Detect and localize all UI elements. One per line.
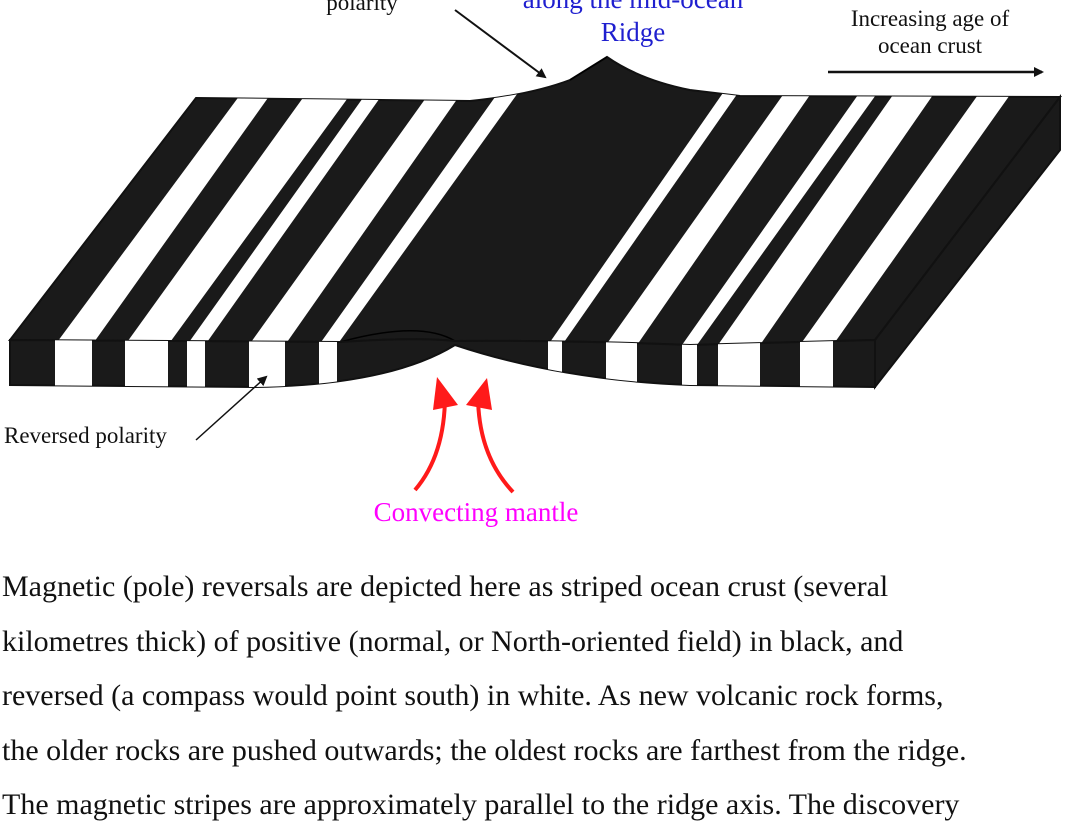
caption-line-5: The magnetic stripes are approximately p… xyxy=(2,788,960,821)
label-age-line1: Increasing age of xyxy=(851,6,1010,31)
front-stripe-l4 xyxy=(249,339,285,387)
top-stripe-l5 xyxy=(319,90,520,345)
top-stripe-l1 xyxy=(55,95,270,345)
label-ridge-line2: Ridge xyxy=(601,17,666,47)
label-age-line2: ocean crust xyxy=(878,33,983,58)
front-stripe-l1 xyxy=(55,339,92,387)
front-stripe-r2 xyxy=(606,339,637,387)
caption-line-3: reversed (a compass would point south) i… xyxy=(2,679,944,712)
crust-front-face xyxy=(9,338,876,389)
caption-line-1: Magnetic (pole) reversals are depicted h… xyxy=(2,570,889,603)
mantle-arrowhead-right xyxy=(466,378,492,410)
seafloor-spreading-diagram: polarity along the mid-ocean Ridge Incre… xyxy=(4,0,1063,527)
front-stripe-l2 xyxy=(125,339,168,387)
caption-paragraph: Magnetic (pole) reversals are depicted h… xyxy=(2,560,1075,833)
label-convecting-mantle: Convecting mantle xyxy=(374,497,579,527)
front-stripe-l3 xyxy=(187,339,205,387)
front-stripe-r5 xyxy=(800,339,833,387)
crust-top-surface xyxy=(7,55,1063,347)
front-stripe-r4 xyxy=(718,339,760,387)
top-stripe-l3 xyxy=(187,95,382,345)
top-stripe-r5 xyxy=(800,92,1012,345)
label-ridge-line1: along the mid-ocean xyxy=(523,0,744,14)
mantle-convection-arrows xyxy=(413,377,515,494)
front-stripe-r3 xyxy=(682,339,697,387)
reversed-pointer-arrow xyxy=(195,375,268,441)
ridge-crest xyxy=(339,56,608,343)
top-stripe-r1 xyxy=(548,90,740,345)
caption-line-2: kilometres thick) of positive (normal, o… xyxy=(2,624,904,658)
top-stripe-r2 xyxy=(606,92,812,345)
front-stripe-r1 xyxy=(548,339,562,387)
front-stripe-l5 xyxy=(319,339,337,387)
label-reversed-polarity: Reversed polarity xyxy=(4,423,167,448)
mantle-arrow-right xyxy=(476,394,515,494)
crust-side-face xyxy=(874,94,1061,390)
top-stripe-l4 xyxy=(249,95,460,345)
mantle-arrowhead-left xyxy=(433,377,458,410)
top-stripe-l2 xyxy=(125,95,350,345)
mantle-arrow-left xyxy=(413,394,447,492)
top-reversed-stripes xyxy=(55,90,1012,345)
label-normal-polarity: polarity xyxy=(326,0,398,15)
top-stripe-r4 xyxy=(718,92,935,345)
caption-line-4: the older rocks are pushed outwards; the… xyxy=(2,733,967,767)
top-stripe-r3 xyxy=(682,92,878,345)
ridge-pointer-arrow xyxy=(454,9,547,79)
